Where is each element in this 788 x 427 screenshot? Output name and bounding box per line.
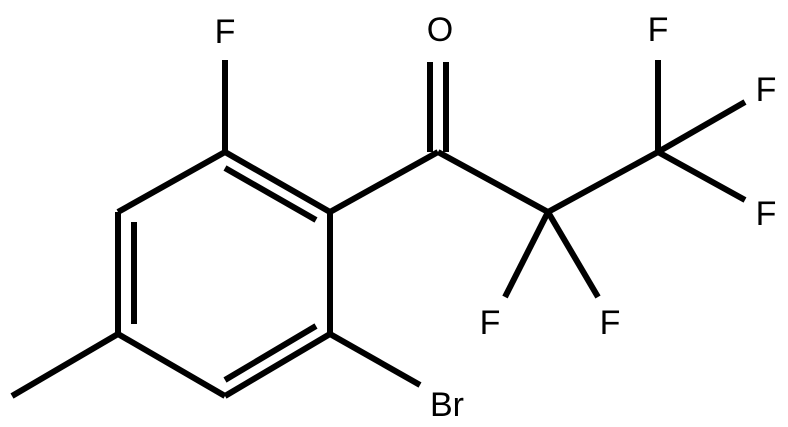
bond-cf2-f-left: [502, 210, 551, 299]
bond-ring-c4-c5: [116, 331, 227, 399]
bond-carbonyl-cf2: [436, 149, 550, 215]
bond-cf3-f-bottom: [656, 149, 747, 203]
atom-f-cf2-right-label: F: [600, 304, 621, 342]
bond-c4-methyl: [10, 331, 120, 399]
atom-f-cf3-top-label: F: [648, 11, 669, 49]
atom-o-label: O: [427, 11, 453, 49]
bond-ring-c5-c6: [223, 331, 332, 399]
atom-br-label: Br: [430, 386, 464, 424]
bond-ring-c1-c2: [223, 149, 332, 215]
atom-f-ring-label: F: [215, 13, 236, 51]
bond-ring-c2-c3: [116, 149, 227, 215]
atom-f-cf2-left-label: F: [480, 304, 501, 342]
bond-cf2-cf3: [546, 149, 660, 215]
bond-cf3-f-mid: [656, 99, 747, 155]
bond-c1-carbonyl: [328, 149, 440, 215]
bond-cf2-f-right: [545, 210, 601, 299]
bond-ring-c5-c6-inner: [223, 323, 318, 383]
atom-f-cf3-bottom-label: F: [756, 195, 777, 233]
bond-ring-c1-c2-inner: [223, 165, 318, 223]
atom-f-cf3-mid-label: F: [756, 71, 777, 109]
bond-c6-br: [328, 331, 422, 388]
